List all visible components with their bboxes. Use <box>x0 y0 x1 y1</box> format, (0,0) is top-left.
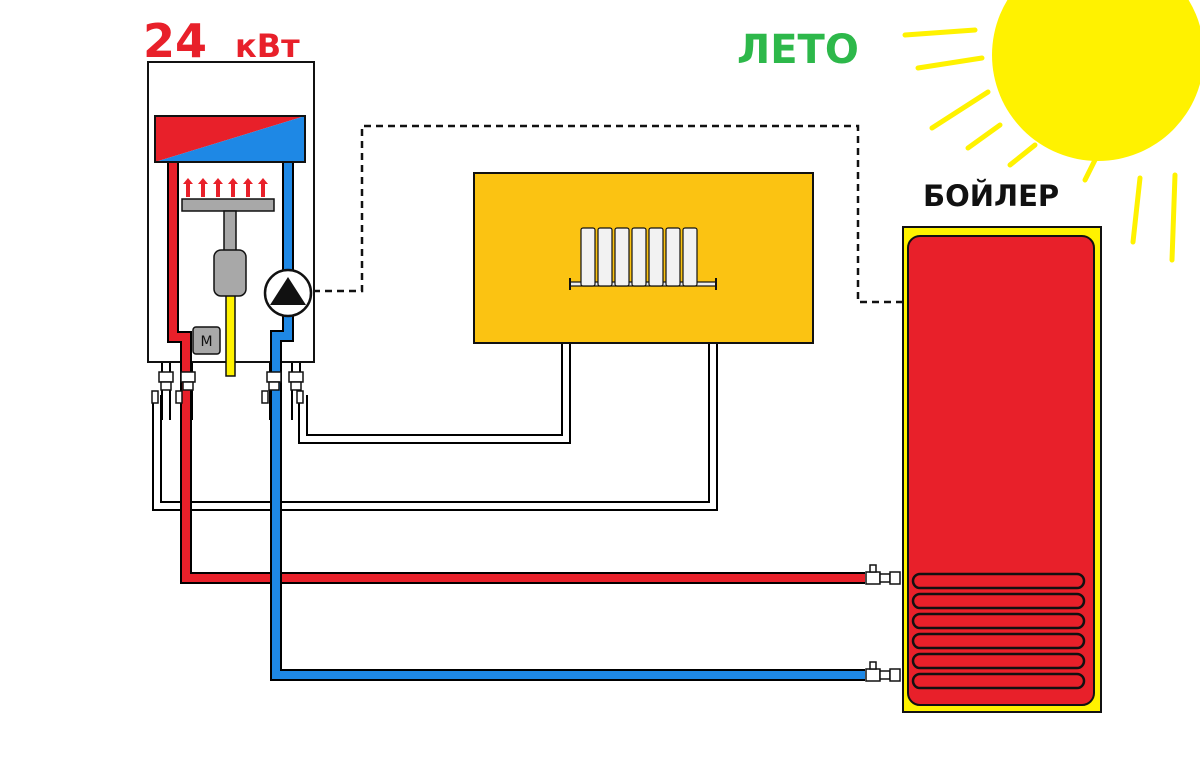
valve-icon <box>865 564 901 585</box>
valve-icon <box>261 371 282 404</box>
heat-exchanger-icon <box>154 115 306 163</box>
valve-icon <box>288 371 304 404</box>
valve-icon <box>151 371 174 404</box>
boiler-power-unit: кВт <box>235 27 300 65</box>
circulation-pump-icon <box>263 268 313 318</box>
boiler-valves <box>151 371 304 404</box>
tank-valves <box>865 564 901 682</box>
control-wire <box>313 124 902 304</box>
season-label: ЛЕТО <box>737 27 859 73</box>
motor-label: М <box>200 334 212 350</box>
burner-icon <box>181 178 275 257</box>
heating-coil <box>911 572 1086 690</box>
motor-icon: М <box>192 326 221 355</box>
valve-icon <box>865 661 901 682</box>
sun-icon <box>902 0 1200 263</box>
radiator-icon <box>569 227 717 290</box>
radiator-pipes <box>152 342 718 511</box>
gas-valve <box>213 249 247 377</box>
boiler-power-number: 24 <box>143 14 207 68</box>
valve-icon <box>175 371 196 404</box>
water-heater-label: БОЙЛЕР <box>923 179 1059 213</box>
